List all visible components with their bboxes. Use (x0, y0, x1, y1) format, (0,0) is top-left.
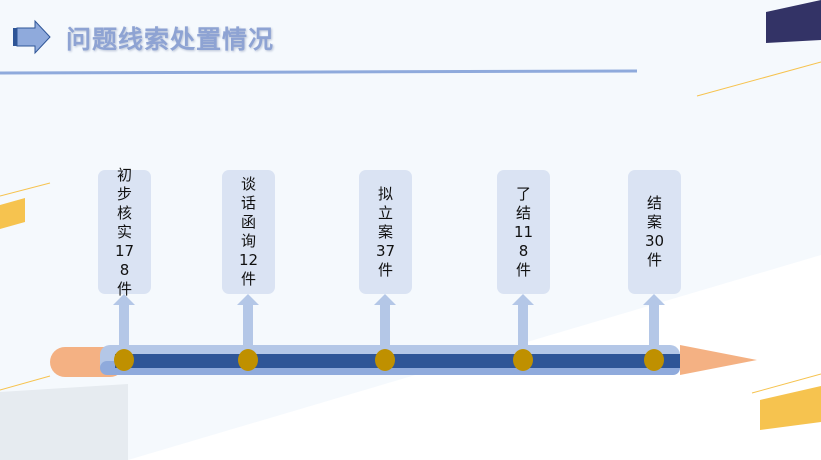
stage-label: 谈话函询12件 (238, 175, 259, 288)
stage-label: 初步核实178件 (114, 165, 135, 298)
stage-label: 结案30件 (644, 194, 665, 269)
stage-dot (513, 349, 533, 371)
page-title: 问题线索处置情况 (66, 25, 275, 54)
stage-dot (375, 349, 395, 371)
stage-dot (114, 349, 134, 371)
arrow-right-icon (13, 19, 51, 55)
stage-label: 拟立案37件 (375, 184, 396, 279)
up-arrow-icon (113, 294, 135, 350)
up-arrow-icon (643, 294, 665, 350)
stage-box: 结案30件 (628, 170, 681, 294)
corner-shape (766, 0, 821, 43)
stage-label: 了结118件 (513, 184, 534, 279)
stage-box: 初步核实178件 (98, 166, 151, 298)
up-arrow-icon (237, 294, 259, 350)
up-arrow-icon (374, 294, 396, 350)
stage-dot (238, 349, 258, 371)
up-arrow-icon (512, 294, 534, 350)
stage-box: 谈话函询12件 (222, 170, 275, 294)
stage-box: 了结118件 (497, 170, 550, 294)
stage-dot (644, 349, 664, 371)
stage-box: 拟立案37件 (359, 170, 412, 294)
